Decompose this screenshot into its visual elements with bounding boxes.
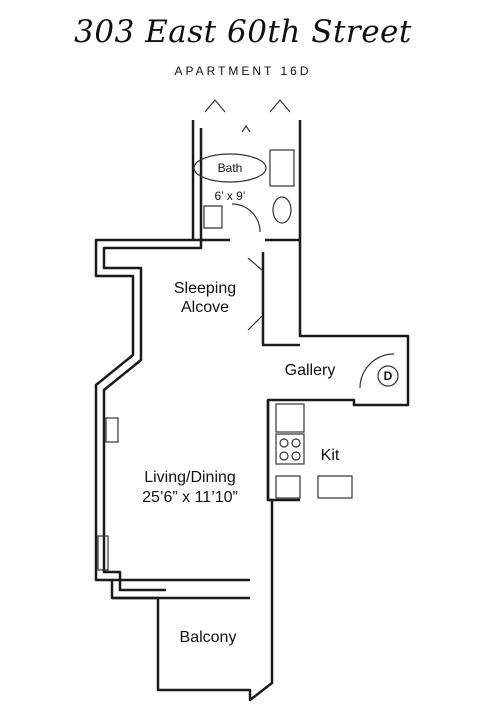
outer-wall [94,120,410,702]
living-dining-dimensions: 25’6” x 11’10” [142,489,238,506]
entry-mark-left [204,99,226,113]
bath-door-arc [231,203,261,233]
inner-wall [102,128,203,592]
closet-mark: D [383,369,393,383]
sink [272,196,292,224]
sleeping-alcove-label-line1: Sleeping [173,280,237,297]
vanity [269,149,295,187]
living-column [105,417,119,443]
building-title: 303 East 60th Street [74,14,412,50]
kitchen-counter [275,403,305,433]
closet-door-arc [359,353,395,389]
closet-circle [377,365,399,387]
door-arc-sleeping-2 [247,315,263,331]
kitchen-label: Kit [320,447,340,464]
entry-mark-right [269,99,291,113]
balcony-label: Balcony [179,629,237,646]
fridge [275,475,301,499]
toilet [203,205,223,229]
living-dining-label: Living/Dining [144,469,236,486]
bath-dimensions: 6’ x 9’ [214,189,246,203]
sleeping-alcove-label-line2: Alcove [180,299,230,316]
door-arc-sleeping-1 [247,257,263,271]
living-radiator [97,535,109,571]
kitchen-wall [266,400,300,502]
gallery-label: Gallery [284,362,336,379]
stove [275,433,305,465]
partition-sleeping [261,252,300,347]
bathtub [193,153,267,183]
apartment-subtitle: APARTMENT 16D [174,64,312,78]
bath-label: Bath [217,161,243,175]
kitchen-sink [317,475,353,499]
